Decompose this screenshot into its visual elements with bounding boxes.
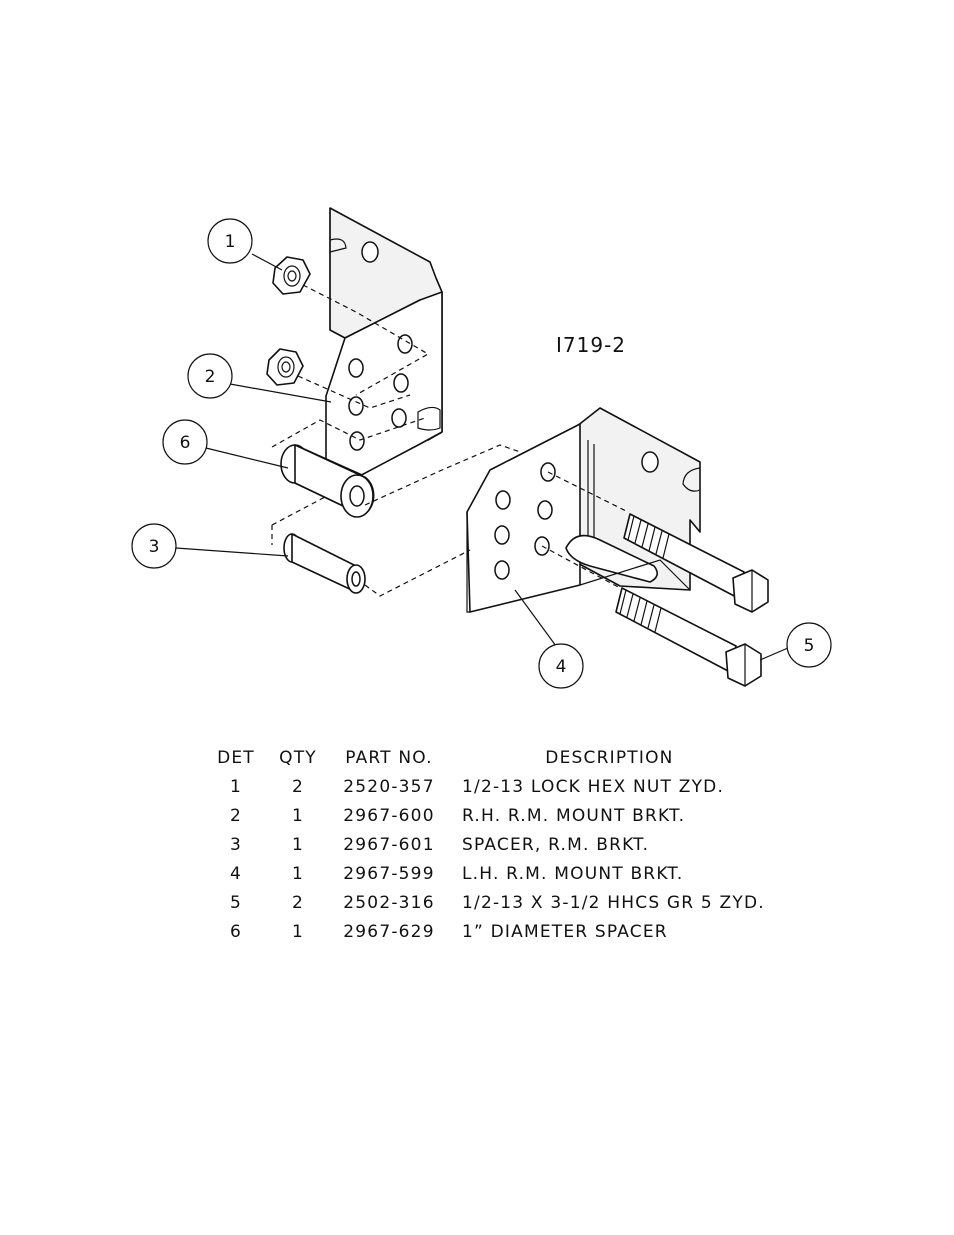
rm-bracket-spacer — [284, 534, 365, 593]
row-det: 1 — [200, 772, 272, 801]
row-part-no: 2967-601 — [324, 830, 454, 859]
balloon-4: 4 — [515, 590, 583, 688]
svg-text:1: 1 — [225, 232, 236, 252]
row-det: 2 — [200, 801, 272, 830]
rh-mount-bracket — [326, 208, 442, 492]
balloon-5: 5 — [760, 623, 831, 667]
parts-table-header: DET QTY PART NO. DESCRIPTION — [200, 743, 765, 772]
lock-hex-nut-upper — [273, 257, 310, 294]
parts-list-table: DET QTY PART NO. DESCRIPTION 1 2 2520-35… — [200, 743, 765, 946]
svg-text:2: 2 — [205, 367, 216, 387]
row-qty: 2 — [272, 772, 324, 801]
header-part-no: PART NO. — [324, 743, 454, 772]
row-description: R.H. R.M. MOUNT BRKT. — [454, 801, 765, 830]
table-row: 1 2 2520-357 1/2-13 LOCK HEX NUT ZYD. — [200, 772, 765, 801]
row-qty: 1 — [272, 801, 324, 830]
row-det: 5 — [200, 888, 272, 917]
header-det: DET — [200, 743, 272, 772]
table-row: 5 2 2502-316 1/2-13 X 3-1/2 HHCS GR 5 ZY… — [200, 888, 765, 917]
row-qty: 1 — [272, 917, 324, 946]
balloon-2: 2 — [188, 354, 331, 402]
balloon-3: 3 — [132, 524, 288, 568]
row-part-no: 2967-629 — [324, 917, 454, 946]
row-part-no: 2502-316 — [324, 888, 454, 917]
row-description: 1” DIAMETER SPACER — [454, 917, 765, 946]
svg-text:6: 6 — [180, 433, 191, 453]
table-row: 4 1 2967-599 L.H. R.M. MOUNT BRKT. — [200, 859, 765, 888]
row-description: 1/2-13 LOCK HEX NUT ZYD. — [454, 772, 765, 801]
row-qty: 1 — [272, 830, 324, 859]
svg-text:4: 4 — [556, 657, 567, 677]
header-description: DESCRIPTION — [454, 743, 765, 772]
row-part-no: 2967-600 — [324, 801, 454, 830]
header-qty: QTY — [272, 743, 324, 772]
lh-mount-bracket — [467, 408, 700, 612]
drawing-id: I719-2 — [556, 333, 626, 357]
row-part-no: 2967-599 — [324, 859, 454, 888]
row-det: 3 — [200, 830, 272, 859]
row-qty: 1 — [272, 859, 324, 888]
row-description: L.H. R.M. MOUNT BRKT. — [454, 859, 765, 888]
table-row: 3 1 2967-601 SPACER, R.M. BRKT. — [200, 830, 765, 859]
row-description: 1/2-13 X 3-1/2 HHCS GR 5 ZYD. — [454, 888, 765, 917]
svg-text:5: 5 — [804, 636, 815, 656]
svg-text:3: 3 — [149, 537, 160, 557]
row-description: SPACER, R.M. BRKT. — [454, 830, 765, 859]
lock-hex-nut-lower — [267, 349, 303, 385]
exploded-parts-drawing: I719-2 — [0, 0, 954, 720]
row-det: 4 — [200, 859, 272, 888]
balloon-6: 6 — [163, 420, 288, 468]
row-det: 6 — [200, 917, 272, 946]
row-part-no: 2520-357 — [324, 772, 454, 801]
balloon-1: 1 — [208, 219, 282, 270]
table-row: 6 1 2967-629 1” DIAMETER SPACER — [200, 917, 765, 946]
row-qty: 2 — [272, 888, 324, 917]
table-row: 2 1 2967-600 R.H. R.M. MOUNT BRKT. — [200, 801, 765, 830]
